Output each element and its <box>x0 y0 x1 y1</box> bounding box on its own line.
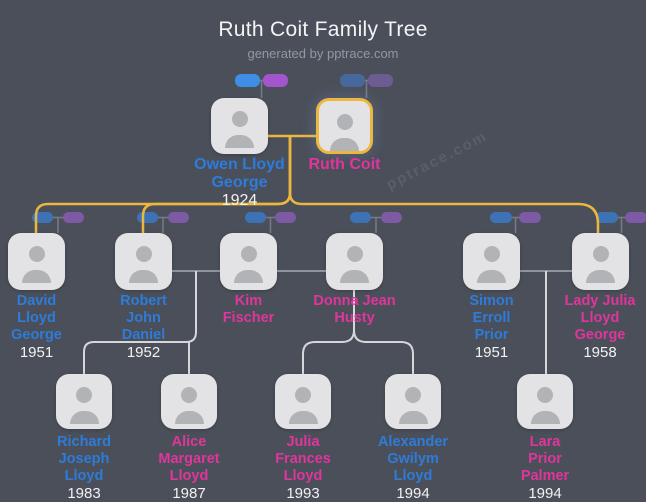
person-year: 1994 <box>396 485 430 502</box>
mini-pill-purple-kim[interactable] <box>275 212 296 223</box>
person-name: Owen Lloyd George <box>194 156 285 191</box>
person-card-robert-john-daniel[interactable] <box>115 233 172 290</box>
person-name: Lady Julia Lloyd George <box>564 293 636 343</box>
person-label: Robert John Daniel 1952 <box>79 293 209 361</box>
mini-pill-blue-lady-julia[interactable] <box>596 212 618 223</box>
person-year: 1987 <box>172 485 206 502</box>
mini-pill-blue-kim[interactable] <box>245 212 266 223</box>
person-card-kim-fischer[interactable] <box>220 233 277 290</box>
person-name: Alice Margaret Lloyd <box>158 434 220 484</box>
mini-pill-purple-donna[interactable] <box>381 212 402 223</box>
person-icon-head <box>240 246 257 262</box>
person-name: Ruth Coit <box>308 156 381 173</box>
person-icon-head <box>76 387 92 403</box>
person-year: 1924 <box>221 192 258 209</box>
person-name: Donna Jean Husty <box>313 293 396 326</box>
person-icon-shoulders <box>129 270 158 283</box>
person-icon-head <box>346 246 363 262</box>
person-label: Alice Margaret Lloyd 1987 <box>124 434 254 502</box>
person-icon-shoulders <box>225 135 254 148</box>
person-name: Kim Fischer <box>222 293 275 326</box>
person-card-ruth-coit[interactable] <box>316 98 373 154</box>
person-year: 1952 <box>126 344 161 361</box>
person-name: Alexander Gwilym Lloyd <box>377 434 449 484</box>
person-year: 1951 <box>19 344 54 361</box>
mini-pill-purple-simon[interactable] <box>519 212 541 223</box>
person-icon-head <box>405 387 421 403</box>
person-icon-shoulders <box>477 270 506 283</box>
mini-pill-blue-owen[interactable] <box>235 74 260 87</box>
person-label: Donna Jean Husty <box>290 293 420 327</box>
person-icon-shoulders <box>234 270 263 283</box>
person-card-david-lloyd-george[interactable] <box>8 233 65 290</box>
person-card-lara-prior-palmer[interactable] <box>517 374 573 429</box>
person-year: 1958 <box>583 344 617 361</box>
person-icon-head <box>135 246 152 262</box>
person-name: Robert John Daniel <box>120 293 167 343</box>
person-year: 1994 <box>528 485 562 502</box>
person-label: Lara Prior Palmer 1994 <box>480 434 610 502</box>
mini-pill-blue-donna[interactable] <box>350 212 371 223</box>
mini-pill-purple-david[interactable] <box>63 212 84 223</box>
mini-pill-blue-robert[interactable] <box>137 212 158 223</box>
person-label: Kim Fischer <box>184 293 314 327</box>
person-name: Julia Frances Lloyd <box>275 434 331 484</box>
mini-pill-purple-owen[interactable] <box>263 74 288 87</box>
person-icon-head <box>181 387 197 403</box>
person-icon-head <box>483 246 500 262</box>
person-icon-shoulders <box>530 411 560 424</box>
person-name: Simon Erroll Prior <box>469 293 514 343</box>
mini-pill-blue-simon[interactable] <box>490 212 512 223</box>
person-icon-shoulders <box>586 270 615 283</box>
person-card-simon-erroll-prior[interactable] <box>463 233 520 290</box>
person-icon-head <box>231 111 248 127</box>
mini-pill-blue-david[interactable] <box>32 212 53 223</box>
person-label: Owen Lloyd George 1924 <box>175 156 305 210</box>
person-label: Alexander Gwilym Lloyd 1994 <box>348 434 478 502</box>
person-icon-shoulders <box>340 270 369 283</box>
mini-pill-purple-lady-julia[interactable] <box>625 212 646 223</box>
person-card-donna-jean-husty[interactable] <box>326 233 383 290</box>
mini-pill-purple-robert[interactable] <box>168 212 189 223</box>
person-card-alexander-gwilym-lloyd[interactable] <box>385 374 441 429</box>
person-icon-head <box>537 387 553 403</box>
person-icon-shoulders <box>174 411 204 424</box>
person-icon-shoulders <box>288 411 318 424</box>
mini-pill-blue-ruth[interactable] <box>340 74 365 87</box>
person-icon-shoulders <box>69 411 99 424</box>
person-icon-shoulders <box>22 270 51 283</box>
page-title: Ruth Coit Family Tree <box>218 18 428 41</box>
mini-pill-purple-ruth[interactable] <box>368 74 393 87</box>
person-icon-head <box>592 246 609 262</box>
person-card-alice-margaret-lloyd[interactable] <box>161 374 217 429</box>
person-icon-shoulders <box>330 138 359 151</box>
person-label: David Lloyd George 1951 <box>0 293 102 361</box>
person-year: 1951 <box>474 344 509 361</box>
person-label: Ruth Coit <box>280 156 410 174</box>
person-card-richard-joseph-lloyd[interactable] <box>56 374 112 429</box>
person-icon-shoulders <box>398 411 428 424</box>
person-icon-head <box>336 114 353 130</box>
person-card-owen-lloyd-george[interactable] <box>211 98 268 154</box>
person-label: Simon Erroll Prior 1951 <box>427 293 557 361</box>
person-name: Richard Joseph Lloyd <box>57 434 111 484</box>
person-card-julia-frances-lloyd[interactable] <box>275 374 331 429</box>
person-name: David Lloyd George <box>11 293 62 343</box>
person-label: Lady Julia Lloyd George 1958 <box>535 293 646 361</box>
person-icon-head <box>28 246 45 262</box>
person-card-lady-julia-lloyd-george[interactable] <box>572 233 629 290</box>
person-icon-head <box>295 387 311 403</box>
page-subtitle: generated by pptrace.com <box>247 46 399 61</box>
person-name: Lara Prior Palmer <box>520 434 570 484</box>
